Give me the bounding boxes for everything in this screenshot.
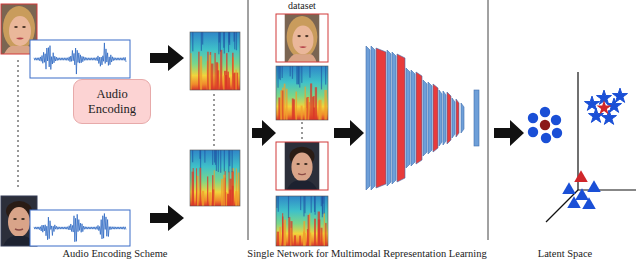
section-caption: Single Network for Multimodal Representa… [247, 248, 486, 260]
network-layer [366, 46, 370, 190]
network-layer [443, 91, 446, 145]
network-layer [447, 92, 451, 144]
latent-point [612, 88, 627, 102]
network-layer [439, 90, 442, 146]
network-layer [392, 52, 396, 184]
embedding-layer [474, 90, 479, 146]
process-box: Audio Encoding [73, 79, 151, 124]
spectrogram [276, 66, 328, 120]
latent-point [587, 180, 601, 192]
network-layer [456, 99, 459, 137]
column-heading: dataset [288, 0, 316, 11]
latent-point [528, 113, 538, 123]
latent-point [601, 110, 616, 124]
spectrogram [190, 150, 240, 206]
latent-point [584, 96, 599, 110]
network-layer [423, 80, 427, 156]
latent-point [582, 197, 596, 209]
network-layer [406, 68, 410, 168]
network-layer [376, 48, 386, 188]
network-layer [411, 70, 415, 166]
latent-point [541, 133, 551, 143]
network-layer [461, 103, 464, 133]
network-layer [397, 54, 405, 182]
section-caption: Latent Space [538, 248, 593, 260]
network-layer [428, 82, 432, 154]
latent-point [574, 170, 588, 182]
latent-point [596, 100, 611, 114]
spectrogram [190, 32, 240, 90]
latent-point [575, 188, 589, 200]
latent-point [562, 182, 576, 194]
network-layer [416, 72, 422, 164]
network-layer [433, 84, 438, 152]
latent-point [528, 127, 538, 137]
box-label: Audio Encoding [80, 87, 144, 116]
audio-waveform [34, 43, 126, 74]
latent-point [540, 120, 550, 130]
latent-point [552, 128, 562, 138]
latent-point [567, 196, 581, 208]
network-layer [371, 46, 375, 190]
latent-point [551, 115, 561, 125]
network-layer [452, 98, 455, 138]
latent-point [540, 107, 550, 117]
network-layer [387, 50, 391, 186]
audio-waveform [34, 213, 126, 241]
section-caption: Audio Encoding Scheme [63, 248, 168, 260]
spectrogram [276, 196, 328, 246]
